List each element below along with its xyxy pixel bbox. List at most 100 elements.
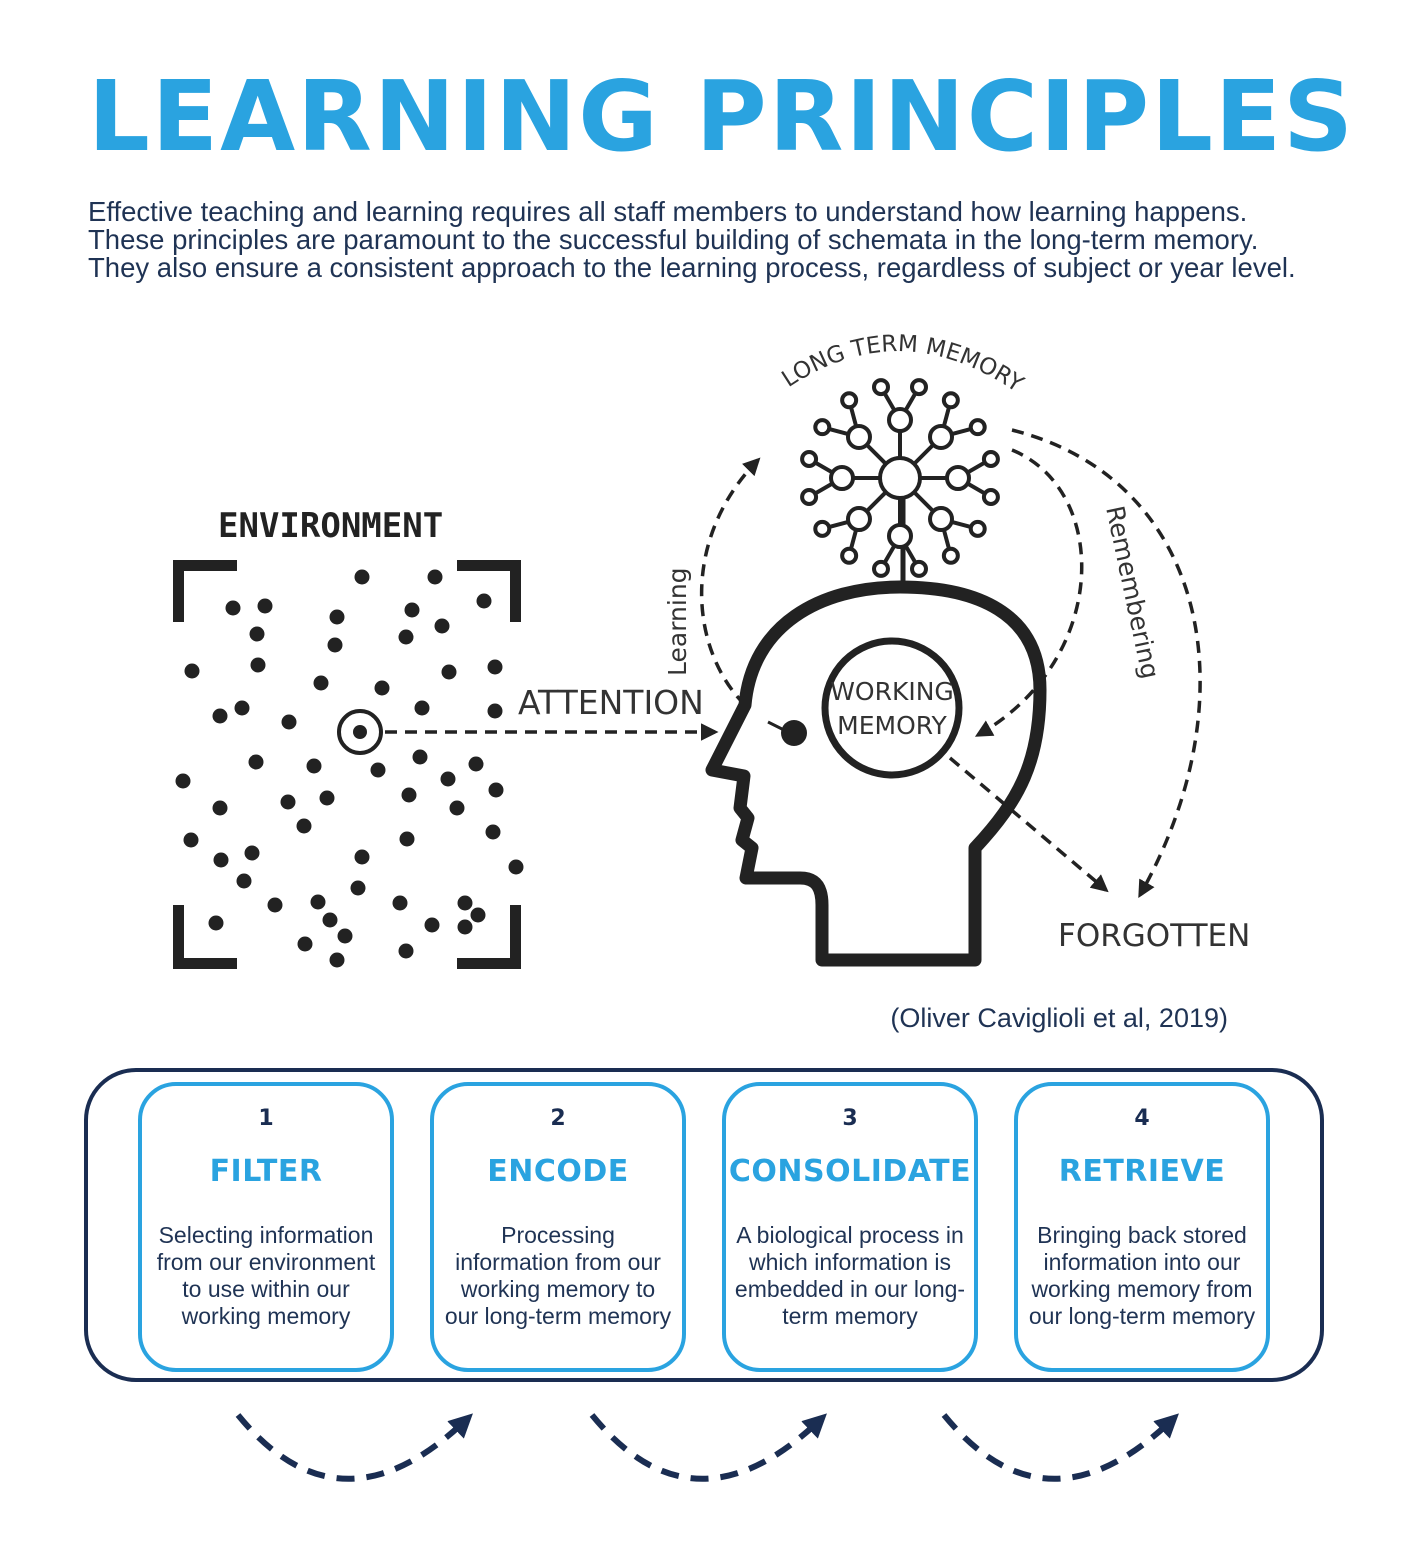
step-card-encode: 2 ENCODE Processing information from our… (430, 1082, 686, 1372)
environment-dot (248, 754, 264, 770)
environment-dot (440, 771, 456, 787)
neuron-node (981, 488, 1000, 506)
environment-dot (213, 852, 229, 868)
environment-dot (310, 894, 326, 910)
environment-dot (485, 824, 501, 840)
environment-dot (313, 675, 329, 691)
environment-dot (404, 602, 420, 618)
environment-dot (370, 762, 386, 778)
environment-dot (212, 708, 228, 724)
environment-dot (374, 680, 390, 696)
intro-paragraph: Effective teaching and learning requires… (88, 198, 1328, 282)
neuron-node (813, 418, 832, 437)
environment-dot (354, 569, 370, 585)
environment-dot (244, 845, 260, 861)
neuron-node (813, 519, 832, 538)
neuron-node (981, 450, 1000, 468)
environment-dot (212, 800, 228, 816)
environment-dot (280, 794, 296, 810)
steps-container (84, 1068, 1324, 1382)
environment-dot (399, 831, 415, 847)
neuron-node (872, 559, 890, 578)
neuron-node (928, 423, 955, 450)
attention-target-icon (337, 709, 383, 755)
wm-forgotten-arrow (948, 756, 1109, 893)
environment-dot (350, 880, 366, 896)
environment-dot (208, 915, 224, 931)
neuron-node (941, 546, 960, 565)
environment-dot (249, 626, 265, 642)
neuron-node (872, 378, 890, 397)
neuron-node (968, 418, 987, 437)
step-description: Bringing back stored information into ou… (1028, 1222, 1256, 1329)
intro-line: They also ensure a consistent approach t… (88, 252, 1296, 283)
step-description: A biological process in which informatio… (734, 1222, 966, 1329)
neuron-node (941, 391, 960, 410)
step-name: FILTER (209, 1154, 323, 1189)
environment-dot (427, 569, 443, 585)
environment-dot (296, 818, 312, 834)
neuron-node (887, 523, 913, 549)
environment-dot (225, 600, 241, 616)
environment-dot (236, 873, 252, 889)
environment-dot (337, 928, 353, 944)
environment-dot (267, 897, 283, 913)
neuron-node (945, 465, 971, 491)
environment-dot (354, 849, 370, 865)
neuron-network-icon (800, 378, 1000, 578)
environment-dot (297, 936, 313, 952)
environment-dot (329, 952, 345, 968)
environment-dot (476, 593, 492, 609)
neuron-node (845, 506, 872, 533)
eye-icon (781, 720, 807, 746)
flow-arrow-3 (941, 1413, 1179, 1482)
environment-dot (184, 663, 200, 679)
environment-dot (401, 787, 417, 803)
environment-dot (470, 907, 486, 923)
environment-dot (487, 703, 503, 719)
environment-frame (173, 560, 521, 969)
environment-dot (412, 749, 428, 765)
environment-dot (319, 790, 335, 806)
environment-dot (175, 773, 191, 789)
long-term-memory-label: LONG TERM MEMORY (777, 331, 1028, 398)
step-number: 4 (1134, 1106, 1150, 1131)
remembering-label: Remembering (1100, 503, 1165, 681)
environment-dot (441, 664, 457, 680)
working-memory-circle (821, 637, 963, 779)
neuron-node (840, 391, 859, 410)
environment-dot (257, 598, 273, 614)
flow-arrows (235, 1413, 1179, 1482)
neuron-node (845, 423, 872, 450)
step-name: RETRIEVE (1058, 1154, 1226, 1189)
step-description: Selecting information from our environme… (156, 1222, 376, 1329)
citation: (Oliver Caviglioli et al, 2019) (890, 1003, 1228, 1033)
environment-dot (457, 895, 473, 911)
neuron-node (910, 378, 928, 397)
environment-dot (322, 912, 338, 928)
neuron-node (800, 488, 819, 506)
environment-dots (175, 569, 524, 968)
neuron-node (840, 546, 859, 565)
flow-arrow-1 (235, 1413, 473, 1482)
intro-line: These principles are paramount to the su… (88, 224, 1259, 255)
step-number: 2 (550, 1106, 566, 1131)
learning-label: Learning (663, 567, 692, 676)
neuron-node (968, 519, 987, 538)
environment-label: ENVIRONMENT (218, 506, 443, 546)
working-memory-label: MEMORY (837, 711, 947, 740)
environment-dot (250, 657, 266, 673)
remembering-arrow (974, 448, 1084, 737)
step-card-filter: 1 FILTER Selecting information from our … (138, 1082, 394, 1372)
step-number: 3 (842, 1106, 858, 1131)
environment-dot (468, 756, 484, 772)
neuron-node (829, 465, 855, 491)
attention-label: ATTENTION (518, 683, 704, 722)
environment-dot (434, 618, 450, 634)
environment-dot (306, 758, 322, 774)
step-card-consolidate: 3 CONSOLIDATE A biological process in wh… (722, 1082, 978, 1372)
head-outline-icon (705, 580, 1047, 967)
step-description: Processing information from our working … (444, 1222, 672, 1329)
environment-dot (183, 832, 199, 848)
environment-dot (398, 943, 414, 959)
